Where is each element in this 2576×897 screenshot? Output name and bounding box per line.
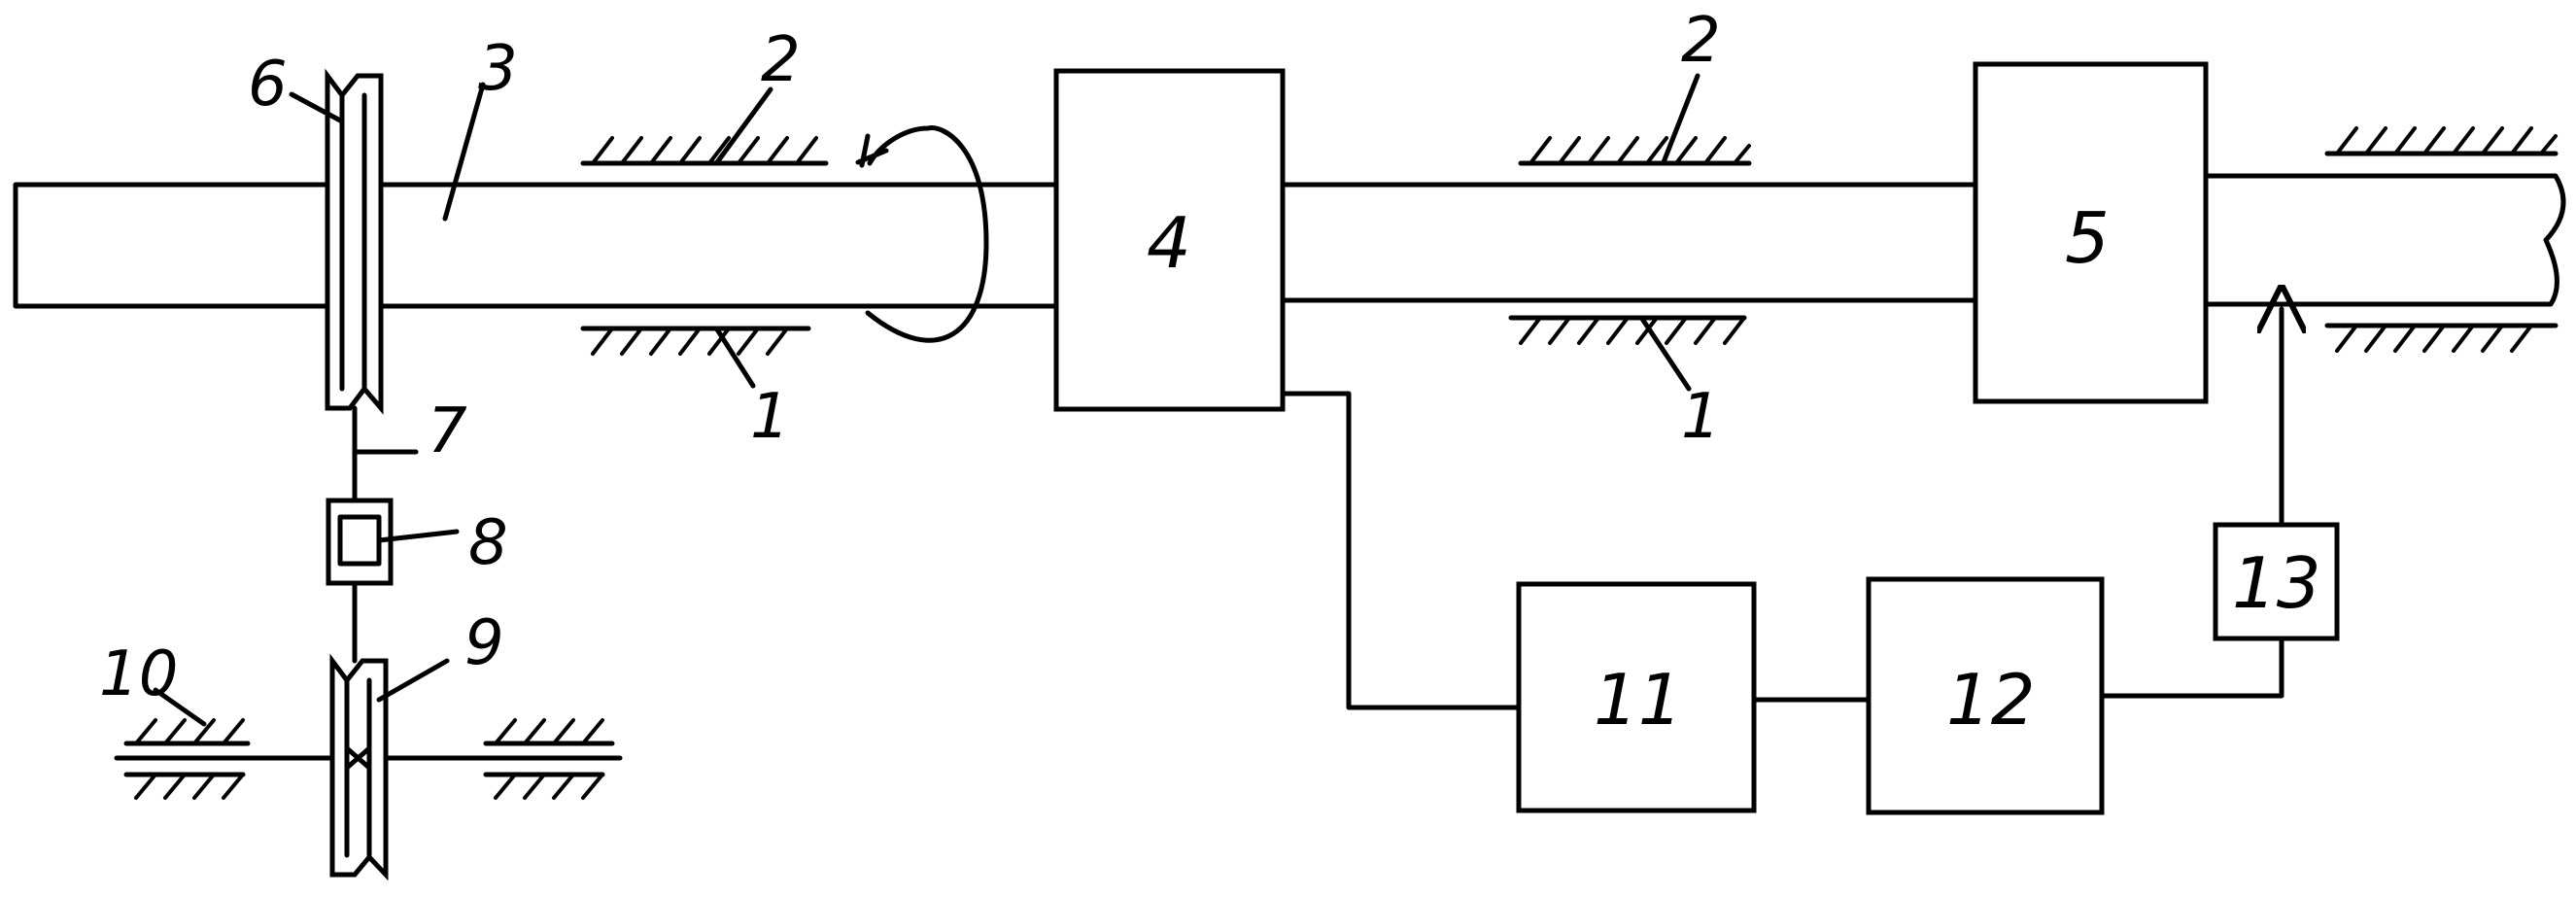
label-3: 3 <box>478 33 518 105</box>
bearing-bottom-left <box>583 328 808 354</box>
label-5: 5 <box>2065 197 2110 279</box>
bearing-top-left <box>583 138 826 163</box>
label-13: 13 <box>2232 542 2321 624</box>
label-12: 12 <box>1946 659 2036 741</box>
label-10: 10 <box>99 638 178 710</box>
label-2-middle: 2 <box>1681 5 1721 77</box>
label-1-left: 1 <box>750 381 790 453</box>
label-11: 11 <box>1594 659 1683 741</box>
label-7: 7 <box>428 396 467 467</box>
disk-6 <box>327 76 381 408</box>
bearing-bottom-middle <box>1511 318 1744 343</box>
label-2-left: 2 <box>761 24 801 96</box>
bearing-top-right <box>2327 128 2556 154</box>
element-9 <box>332 661 386 875</box>
wire-12-to-13 <box>2102 638 2282 696</box>
label-6: 6 <box>248 49 288 121</box>
wire-4-to-11 <box>1283 394 1519 707</box>
label-4: 4 <box>1147 202 1191 284</box>
label-1-middle: 1 <box>1681 381 1721 453</box>
bearing-top-middle <box>1521 138 1749 163</box>
label-9: 9 <box>464 607 504 679</box>
label-8: 8 <box>468 507 508 579</box>
leader-lines <box>155 76 1698 724</box>
bearing-bottom-right <box>2327 326 2556 351</box>
